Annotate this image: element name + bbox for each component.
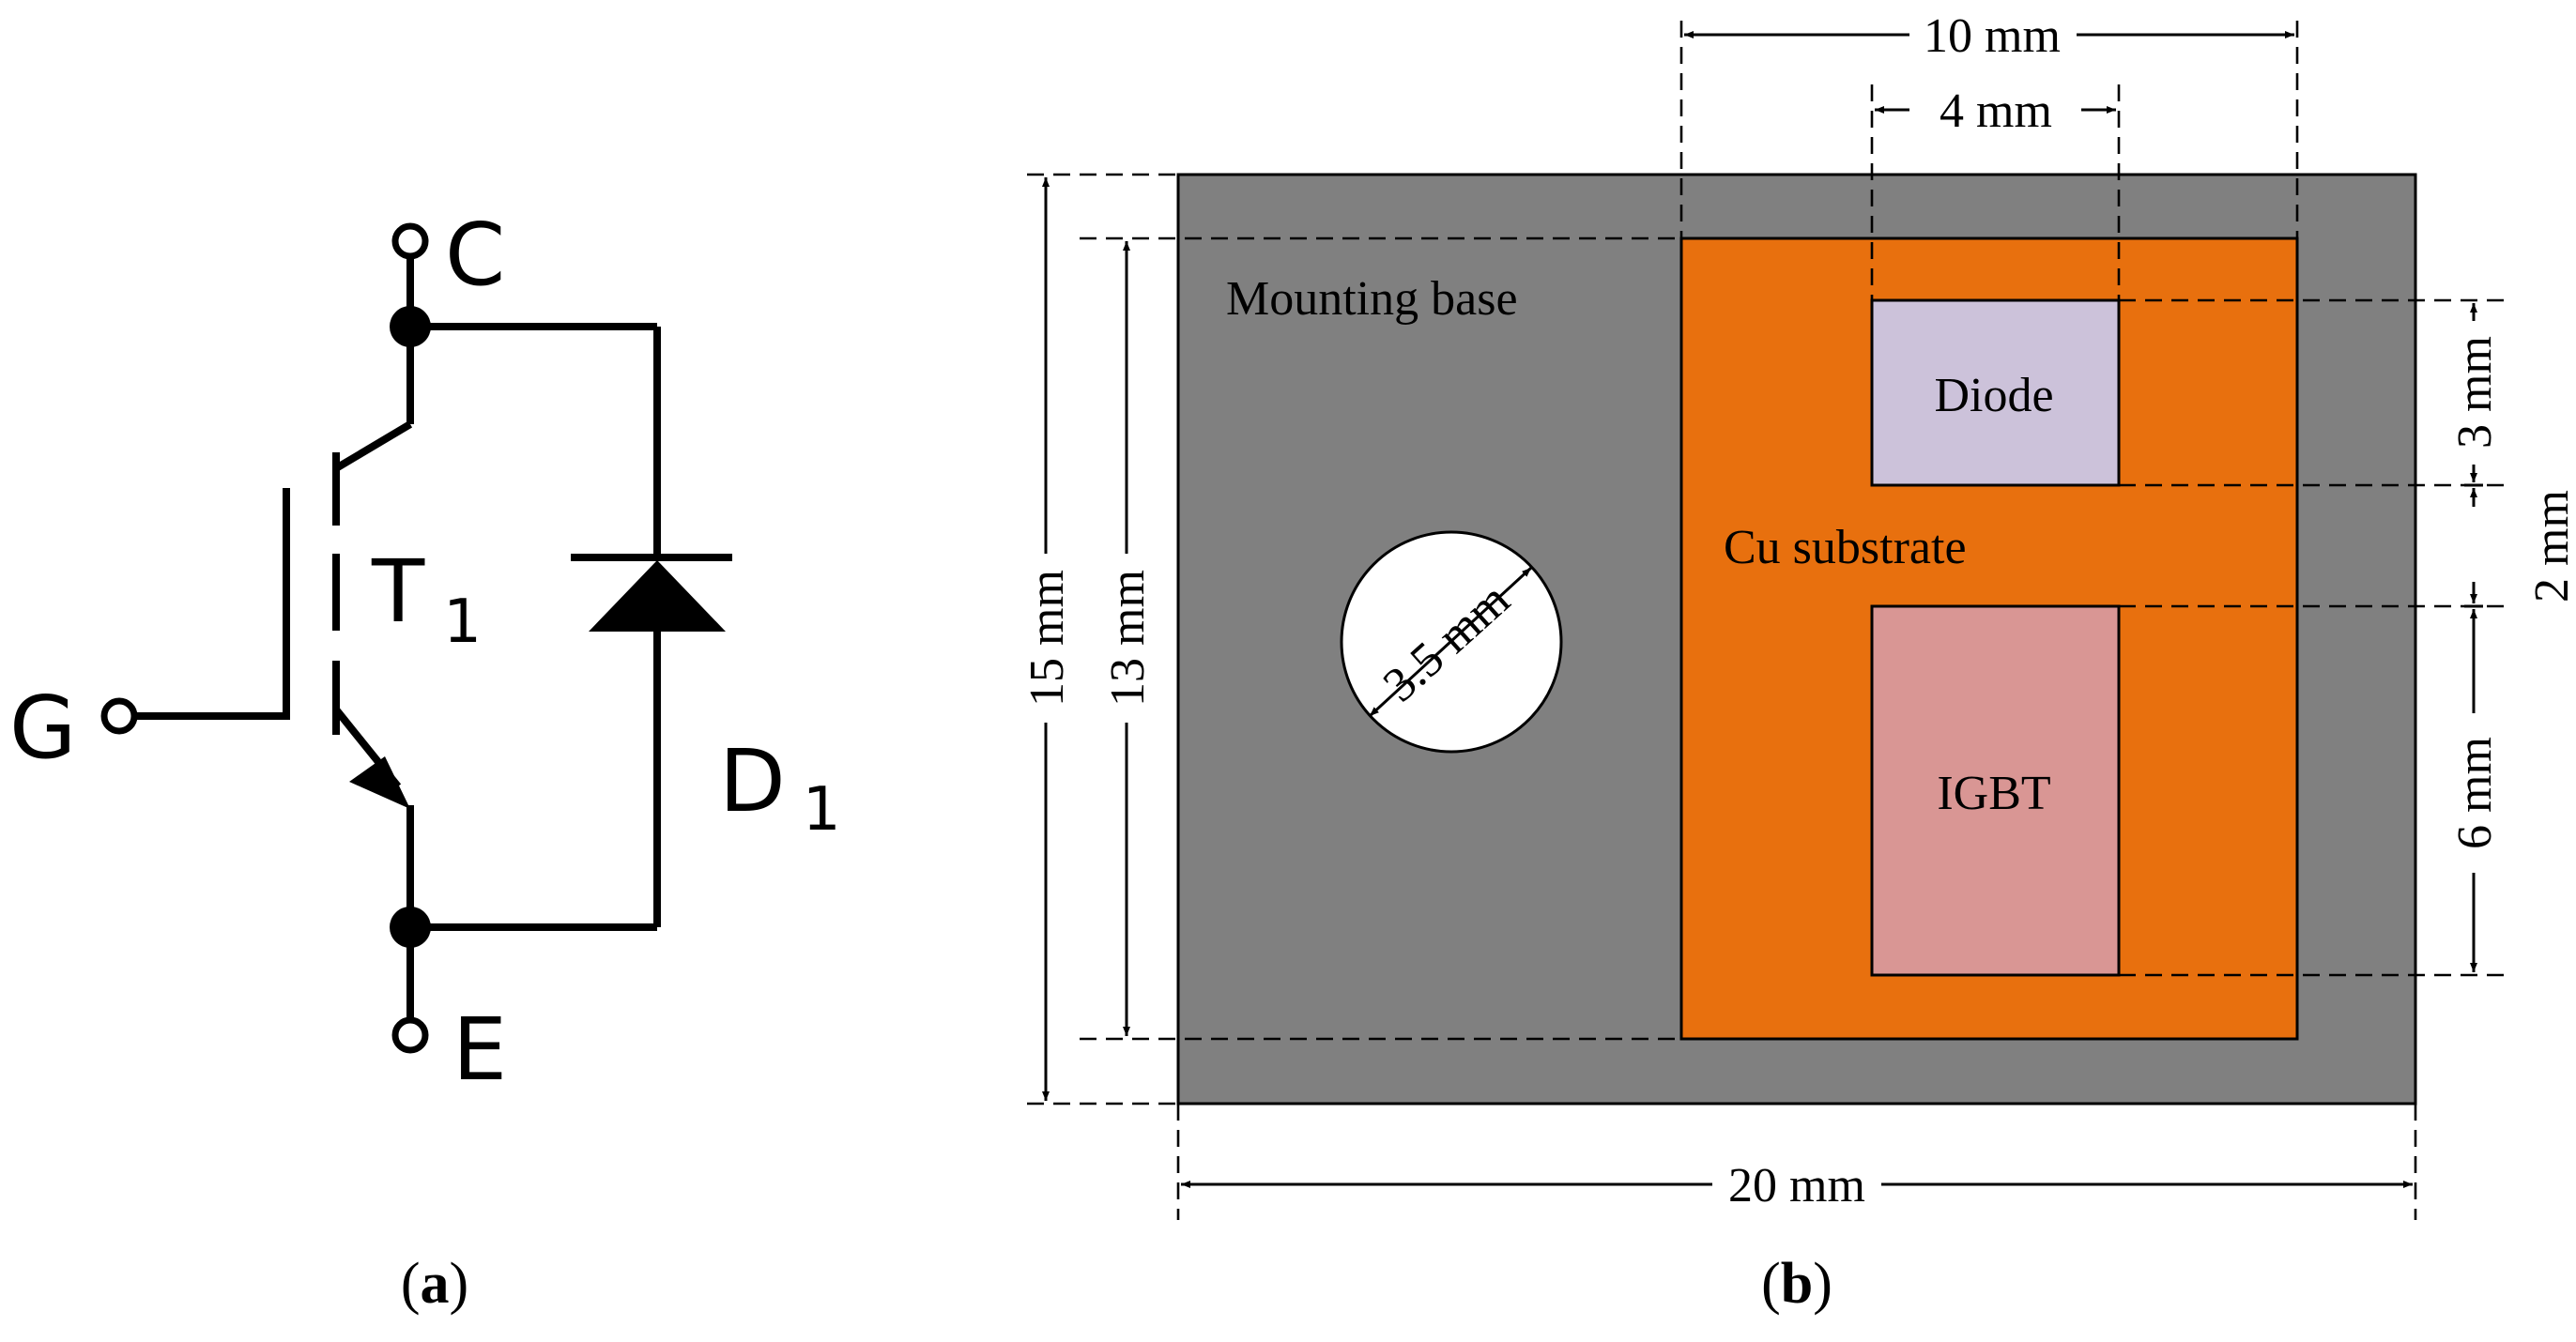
dim-height-total-label: 15 mm bbox=[1020, 570, 1074, 707]
emitter-arrow-icon bbox=[349, 756, 410, 809]
panel-b-layout: Mounting base Cu substrate Diode IGBT 3.… bbox=[1020, 9, 2576, 1220]
mounting-base-label: Mounting base bbox=[1226, 272, 1518, 326]
emitter-terminal-icon bbox=[391, 1016, 429, 1054]
gate-terminal-icon bbox=[100, 697, 138, 735]
collector-terminal-icon bbox=[391, 222, 429, 260]
emitter-label: E bbox=[452, 999, 507, 1100]
extension-lines bbox=[1027, 21, 2508, 1220]
dim-width-chip-label: 4 mm bbox=[1940, 84, 2052, 138]
dim-width-total-label: 20 mm bbox=[1728, 1159, 1865, 1212]
hole-diameter-arrow bbox=[1368, 566, 1533, 718]
diode-chip-label: Diode bbox=[1934, 369, 2053, 422]
dim-height-substrate-label: 13 mm bbox=[1101, 570, 1155, 707]
caption-b: (b) bbox=[1761, 1252, 1832, 1316]
dim-gap-label: 2 mm bbox=[2525, 490, 2576, 602]
collector-label: C bbox=[445, 205, 505, 305]
gate-label: G bbox=[9, 678, 76, 778]
dim-igbt-height-label: 6 mm bbox=[2448, 737, 2502, 849]
igbt-chip bbox=[1870, 604, 2121, 977]
igbt-chip-label: IGBT bbox=[1937, 767, 2050, 820]
dim-diode-height-label: 3 mm bbox=[2448, 336, 2502, 449]
diode-triangle-icon bbox=[589, 560, 726, 632]
diode-chip bbox=[1870, 298, 2121, 487]
cu-substrate-label: Cu substrate bbox=[1724, 521, 1967, 574]
dim-width-substrate-label: 10 mm bbox=[1924, 9, 2061, 63]
caption-a: (a) bbox=[401, 1252, 468, 1316]
collector-diagonal bbox=[333, 420, 413, 472]
